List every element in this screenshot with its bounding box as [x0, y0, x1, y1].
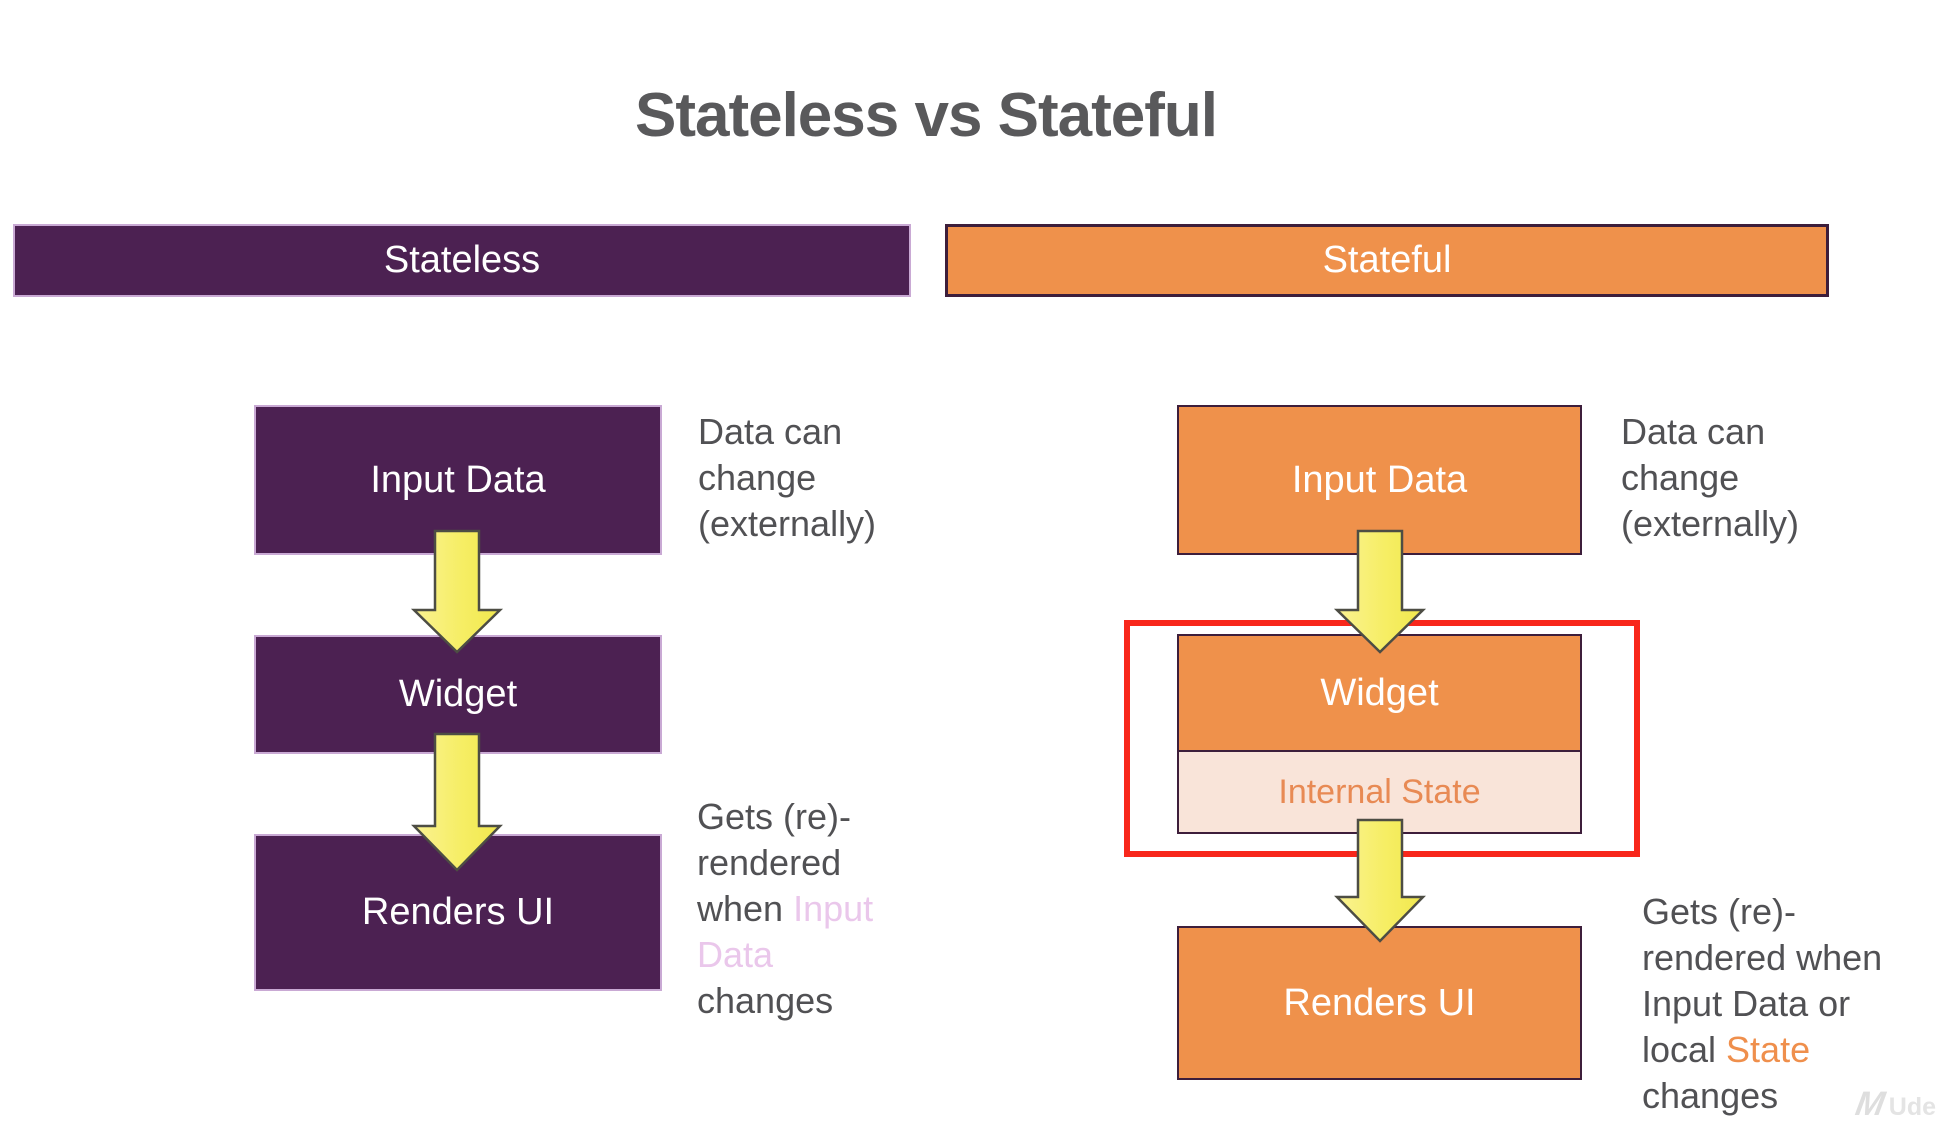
stateful-renders-ui-box: Renders UI [1177, 926, 1582, 1080]
stateful-widget-label: Widget [1320, 671, 1439, 714]
stateful-renders-ui-label: Renders UI [1283, 981, 1476, 1024]
stateless-renders-ui-label: Renders UI [361, 891, 555, 933]
stateful-input-data-box: Input Data [1177, 405, 1582, 555]
header-bar-stateless: Stateless [13, 224, 911, 297]
stateful-internal-state-label: Internal State [1278, 772, 1481, 811]
header-bar-stateless-label: Stateless [383, 239, 541, 281]
highlight-rectangle [1124, 620, 1640, 857]
stateful-widget-box: Widget [1179, 636, 1580, 750]
watermark: M Ude [1853, 1085, 1936, 1124]
stateless-input-data-label: Input Data [370, 458, 546, 501]
stateless-widget-label: Widget [398, 673, 518, 715]
page-title: Stateless vs Stateful [634, 81, 1218, 150]
stateful-input-data-label: Input Data [1291, 458, 1468, 501]
stateful-widget-group-box: Widget Internal State [1177, 634, 1582, 834]
header-bar-stateful-label: Stateful [1322, 239, 1452, 281]
watermark-text: Ude [1888, 1093, 1936, 1121]
header-bar-stateful: Stateful [945, 224, 1829, 297]
stateful-internal-state-box: Internal State [1179, 750, 1580, 832]
stateless-renders-ui-box: Renders UI [254, 834, 662, 991]
stateless-input-data-box: Input Data [254, 405, 662, 555]
stateless-widget-box: Widget [254, 635, 662, 754]
